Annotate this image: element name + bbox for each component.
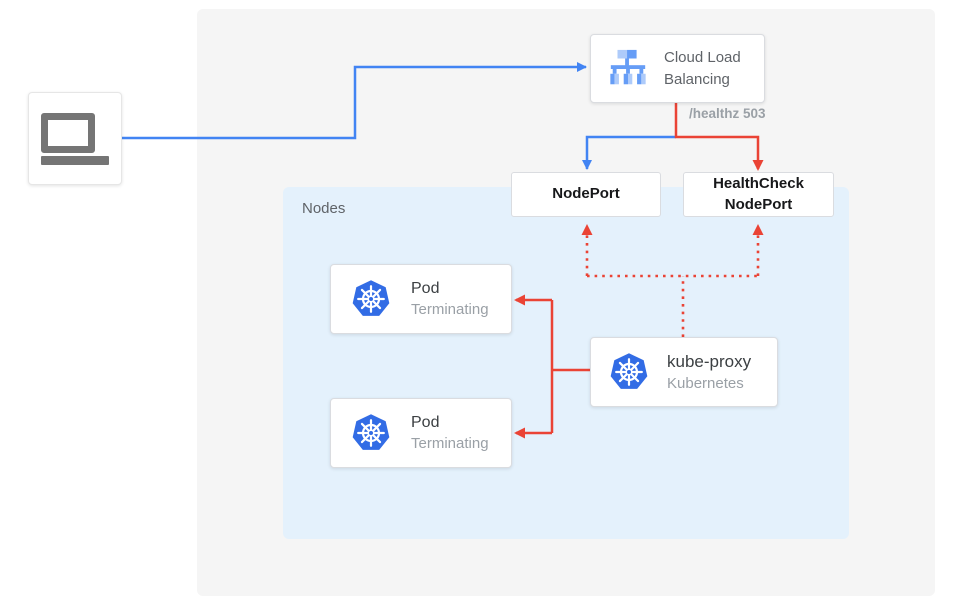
client-node <box>28 92 122 185</box>
cloud-load-balancing-node: Cloud Load Balancing <box>590 34 765 103</box>
kubernetes-icon <box>352 280 390 316</box>
pod-status: Terminating <box>411 301 489 318</box>
nodes-group-label: Nodes <box>302 200 346 217</box>
pod-title: Pod <box>411 280 440 297</box>
kubernetes-icon <box>610 353 648 389</box>
kubernetes-icon <box>352 414 390 450</box>
cloud-load-balancing-label: Cloud Load Balancing <box>664 49 741 88</box>
kube-proxy-node: kube-proxy Kubernetes <box>590 337 778 407</box>
pod-node-1: Pod Terminating <box>330 264 512 334</box>
healthcheck-nodeport-label: HealthCheck NodePort <box>713 175 804 213</box>
pod-title: Pod <box>411 414 440 431</box>
laptop-icon <box>41 112 109 165</box>
healthcheck-nodeport-node: HealthCheck NodePort <box>683 172 834 217</box>
cloud-load-balancing-icon <box>610 49 646 84</box>
nodeport-node: NodePort <box>511 172 661 217</box>
kube-proxy-subtitle: Kubernetes <box>667 375 744 392</box>
nodeport-label: NodePort <box>552 185 620 203</box>
healthz-status-label: /healthz 503 <box>689 106 766 121</box>
kube-proxy-title: kube-proxy <box>667 352 752 371</box>
pod-node-2: Pod Terminating <box>330 398 512 468</box>
pod-status: Terminating <box>411 435 489 452</box>
